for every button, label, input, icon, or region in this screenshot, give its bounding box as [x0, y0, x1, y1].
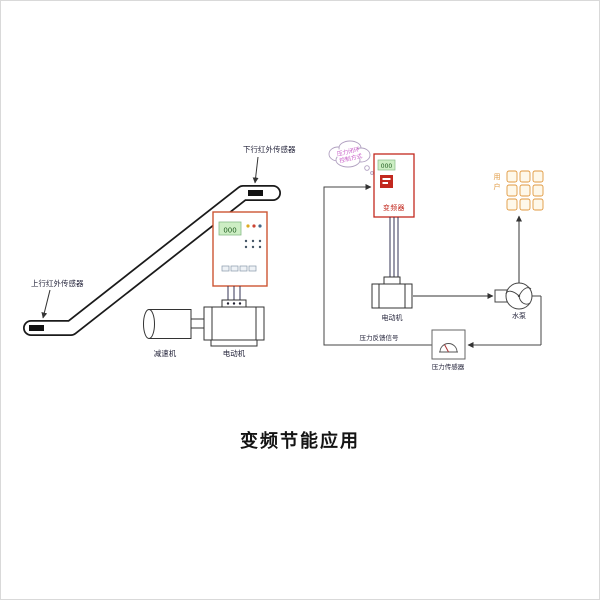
motor-left-label: 电动机 [223, 348, 246, 358]
pump-label: 水泵 [512, 311, 526, 320]
pressure-sensor-label: 压力传感器 [432, 362, 465, 371]
pressure-sensor [431, 329, 466, 360]
indicator-dot [258, 224, 262, 228]
reducer-label: 减速机 [154, 348, 177, 358]
escalator-diagram: 下行红外传感器 上行红外传感器 000 [23, 144, 296, 358]
water-pump [494, 282, 533, 310]
indicator-dot [246, 224, 250, 228]
pressure-tap-line [467, 295, 542, 348]
sensor-up-arrow [41, 289, 51, 319]
inverter-left-buttons [221, 265, 257, 272]
reducer [143, 309, 192, 339]
inverter-right-display [377, 159, 396, 171]
user-grid [506, 170, 544, 211]
wires-right [389, 217, 399, 278]
pump-system-diagram: 压力反馈信号 压力闭环 控制方式 000 [323, 140, 544, 371]
motor-right [371, 276, 413, 309]
indicator-dot [252, 224, 256, 228]
inverter-left-display [218, 221, 242, 236]
feedback-label: 压力反馈信号 [360, 333, 400, 342]
coupling-shaft [190, 318, 205, 329]
sensor-down-arrow [252, 156, 259, 184]
mode-cloud: 压力闭环 控制方式 [328, 140, 374, 175]
sensor-up-label: 上行红外传感器 [31, 278, 84, 288]
feedback-line [323, 184, 432, 346]
inverter-right-display-value: 000 [381, 163, 393, 170]
motor-left [203, 299, 265, 347]
infrared-sensor-bottom [29, 325, 44, 331]
user-label-top: 用 [494, 173, 501, 181]
motor-right-label: 电动机 [382, 313, 403, 322]
inverter-right: 000 变频器 [373, 153, 415, 218]
sensor-down-label: 下行红外传感器 [243, 144, 296, 154]
inverter-logo [380, 175, 393, 188]
inverter-left-display-value: 000 [223, 227, 236, 235]
infrared-sensor-top [248, 190, 263, 196]
inverter-right-label: 变频器 [383, 203, 405, 212]
inverter-left: 000 [212, 211, 268, 287]
user-label-bottom: 户 [494, 182, 501, 191]
inverter-left-keypad [244, 239, 262, 249]
page-title: 变频节能应用 [240, 431, 360, 452]
